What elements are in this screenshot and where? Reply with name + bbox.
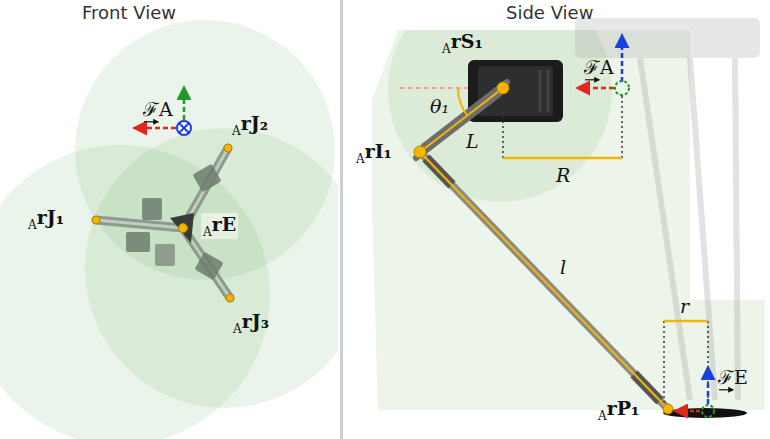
- position-vector: ArJ₁: [28, 206, 64, 232]
- position-vector: ArI₁: [356, 140, 392, 166]
- frame-axes: [578, 36, 629, 95]
- panel-divider: [340, 0, 343, 439]
- frame-label: ℱA: [584, 56, 614, 79]
- workspace-region: [0, 20, 338, 439]
- angle-label: θ₁: [430, 95, 449, 118]
- vector-arrow: [585, 79, 599, 80]
- panel-title: Front View: [82, 2, 176, 24]
- position-vector: ArJ₂: [232, 112, 268, 138]
- dimension-label: R: [556, 164, 570, 187]
- panel-title: Side View: [506, 2, 593, 24]
- frame-label: ℱE: [718, 366, 748, 389]
- dimension-label: r: [680, 295, 689, 318]
- workspace-region: [372, 0, 765, 410]
- vector-arrow: [719, 389, 733, 390]
- frame-axes: [676, 368, 714, 417]
- vector-arrow: [144, 121, 158, 122]
- frame-label: ℱA: [143, 98, 173, 121]
- dimension-label: l: [560, 256, 566, 279]
- dimension-label: L: [466, 130, 479, 153]
- position-vector: ArJ₃: [233, 310, 269, 336]
- position-vector: ArS₁: [442, 30, 483, 56]
- delta-robot-side: [400, 60, 747, 418]
- dimension-lines: [503, 96, 708, 404]
- frame-axes: [135, 88, 191, 135]
- position-vector: ArP₁: [598, 397, 639, 423]
- position-vector: ArE: [201, 213, 238, 239]
